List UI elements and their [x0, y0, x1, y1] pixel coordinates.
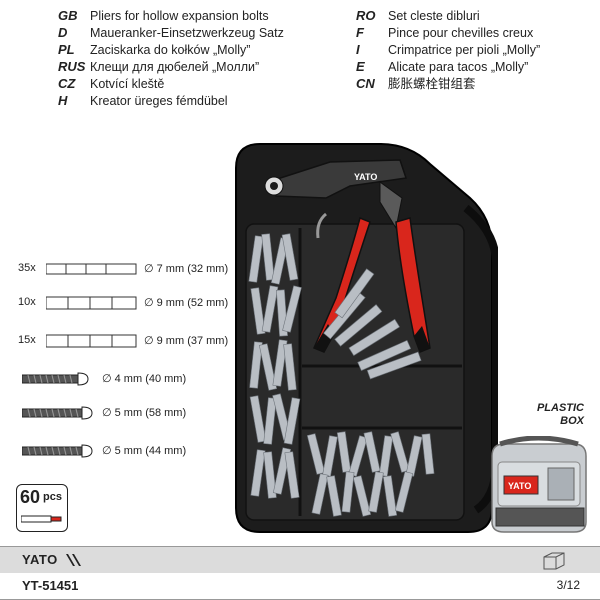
screw-icon — [22, 406, 93, 420]
spec-row: ∅ 5 mm (58 mm) — [12, 402, 232, 426]
page-number: 3/12 — [556, 578, 580, 592]
case-handle — [463, 204, 498, 514]
anchors-middle — [323, 268, 422, 380]
anchor-icon — [46, 334, 137, 348]
pliers-brand: YATO — [354, 172, 377, 182]
screw-icon — [22, 372, 89, 386]
package-icon — [543, 552, 565, 570]
anchor-icon — [46, 263, 137, 275]
anchor-icon — [46, 296, 137, 310]
spec-row: 10x ∅ 9 mm (52 mm) — [18, 296, 229, 310]
spec-row: 15x ∅ 9 mm (37 mm) — [18, 334, 229, 348]
thumbnail-brand: YATO — [508, 481, 531, 491]
pliers-head — [266, 159, 407, 199]
anchors-left — [248, 233, 302, 499]
anchors-bottom — [306, 431, 435, 517]
anchor-icon — [21, 515, 62, 523]
product-case-image: YATO — [235, 143, 498, 533]
spec-row: 35x ∅ 7 mm (32 mm) — [18, 262, 229, 275]
screw-icon — [22, 444, 93, 458]
spec-row: ∅ 4 mm (40 mm) — [12, 368, 232, 392]
spec-row: ∅ 5 mm (44 mm) — [12, 440, 232, 464]
model-number: YT-51451 — [22, 578, 79, 593]
yato-logo-icon — [66, 554, 81, 566]
footer-brand-bar: YATO — [0, 546, 600, 574]
plastic-box-thumbnail: YATO — [491, 436, 587, 533]
plastic-box-label: PLASTIC BOX — [536, 402, 584, 427]
piece-count: 60 — [20, 487, 41, 507]
footer-model-bar: YT-51451 3/12 — [0, 573, 600, 600]
footer-brand: YATO — [22, 552, 58, 567]
piece-count-badge: 60 pcs — [16, 484, 68, 532]
piece-unit: pcs — [43, 491, 62, 503]
